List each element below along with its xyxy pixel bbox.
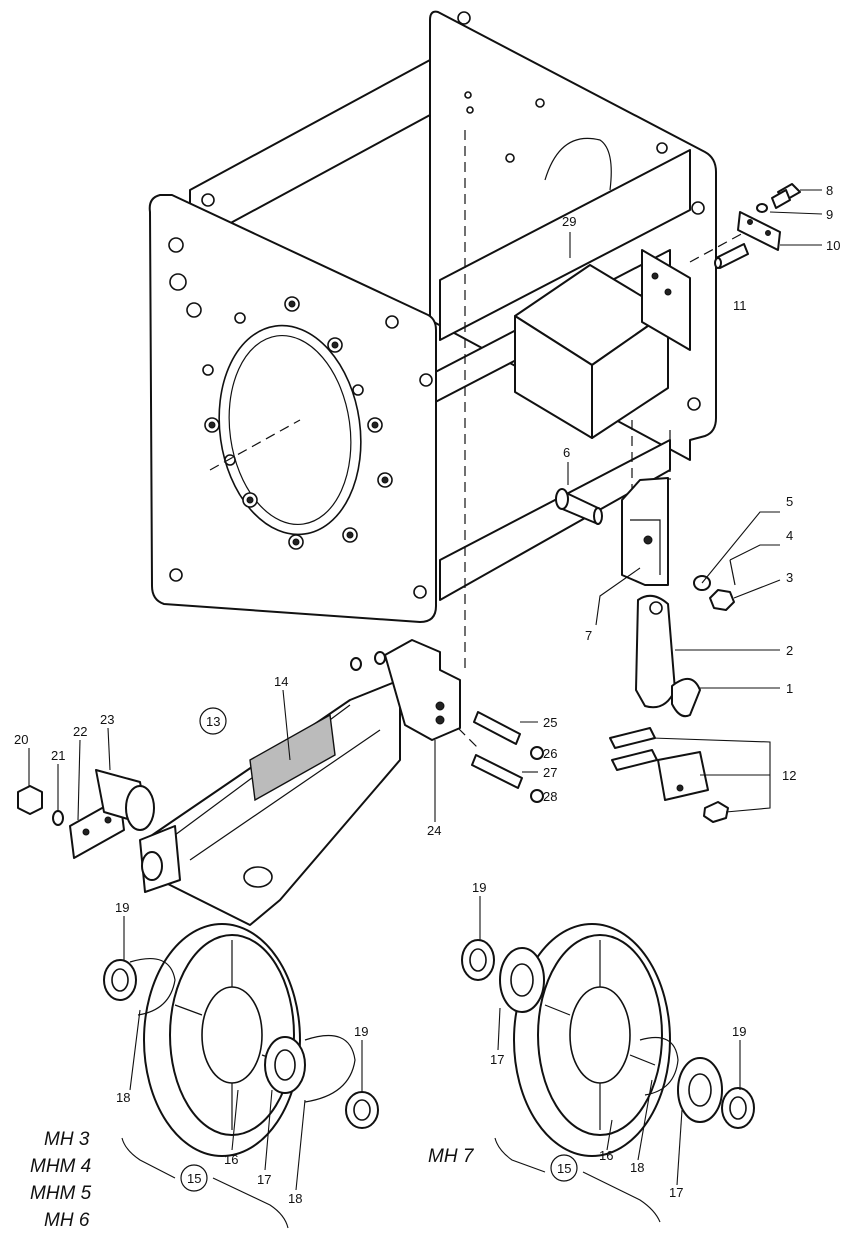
callout-17-b: 17 <box>490 1052 504 1067</box>
callout-labels: 8 9 10 11 29 6 5 4 3 7 2 1 14 13 25 26 2… <box>14 183 840 1206</box>
model-label-3: MHM 5 <box>30 1183 92 1204</box>
parts-25-28 <box>471 711 544 803</box>
parts-6-7 <box>555 477 669 586</box>
callout-3: 3 <box>786 570 793 585</box>
callout-23: 23 <box>100 712 114 727</box>
callout-25: 25 <box>543 715 557 730</box>
callout-11: 11 <box>733 298 747 313</box>
callout-20: 20 <box>14 732 28 747</box>
callout-22: 22 <box>73 724 87 739</box>
callout-14: 14 <box>274 674 288 689</box>
callout-17-a: 17 <box>257 1172 271 1187</box>
leader-lines <box>28 189 823 1191</box>
callout-15-b: 15 <box>557 1161 571 1176</box>
right-wheel-assembly <box>461 923 755 1157</box>
callout-19-a: 19 <box>115 900 129 915</box>
parts-1-5 <box>635 559 736 718</box>
model-label-right: MH 7 <box>428 1146 475 1167</box>
model-label-4: MH 6 <box>44 1210 90 1231</box>
callout-18-a: 18 <box>116 1090 130 1105</box>
callout-27: 27 <box>543 765 557 780</box>
callout-17-c: 17 <box>669 1185 683 1200</box>
callout-13: 13 <box>206 714 220 729</box>
callout-18-b: 18 <box>288 1191 302 1206</box>
callout-19-c: 19 <box>354 1024 368 1039</box>
callout-19-d: 19 <box>732 1024 746 1039</box>
callout-8: 8 <box>826 183 833 198</box>
callout-19-b: 19 <box>472 880 486 895</box>
callout-4: 4 <box>786 528 793 543</box>
callout-5: 5 <box>786 494 793 509</box>
callout-6: 6 <box>563 445 570 460</box>
callout-7: 7 <box>585 628 592 643</box>
model-label-1: MH 3 <box>44 1129 90 1150</box>
callout-10: 10 <box>826 238 840 253</box>
model-labels: MH 3 MHM 4 MHM 5 MH 6 MH 7 <box>30 1129 475 1231</box>
callout-24: 24 <box>427 823 441 838</box>
parts-8-11 <box>714 183 801 269</box>
callout-21: 21 <box>51 748 65 763</box>
model-label-2: MHM 4 <box>30 1156 91 1177</box>
callout-26: 26 <box>543 746 557 761</box>
callout-12: 12 <box>782 768 796 783</box>
callout-9: 9 <box>826 207 833 222</box>
callout-28: 28 <box>543 789 557 804</box>
callout-15-a: 15 <box>187 1171 201 1186</box>
callout-1: 1 <box>786 681 793 696</box>
callout-18-c: 18 <box>630 1160 644 1175</box>
left-wheel-assembly <box>103 923 379 1157</box>
callout-16-a: 16 <box>224 1152 238 1167</box>
callout-2: 2 <box>786 643 793 658</box>
callout-29: 29 <box>562 214 576 229</box>
arm-assembly <box>139 639 461 926</box>
part-12-bracket-set <box>609 727 729 823</box>
callout-16-b: 16 <box>599 1148 613 1163</box>
housing-frame <box>148 10 717 623</box>
parts-20-23 <box>17 769 155 859</box>
